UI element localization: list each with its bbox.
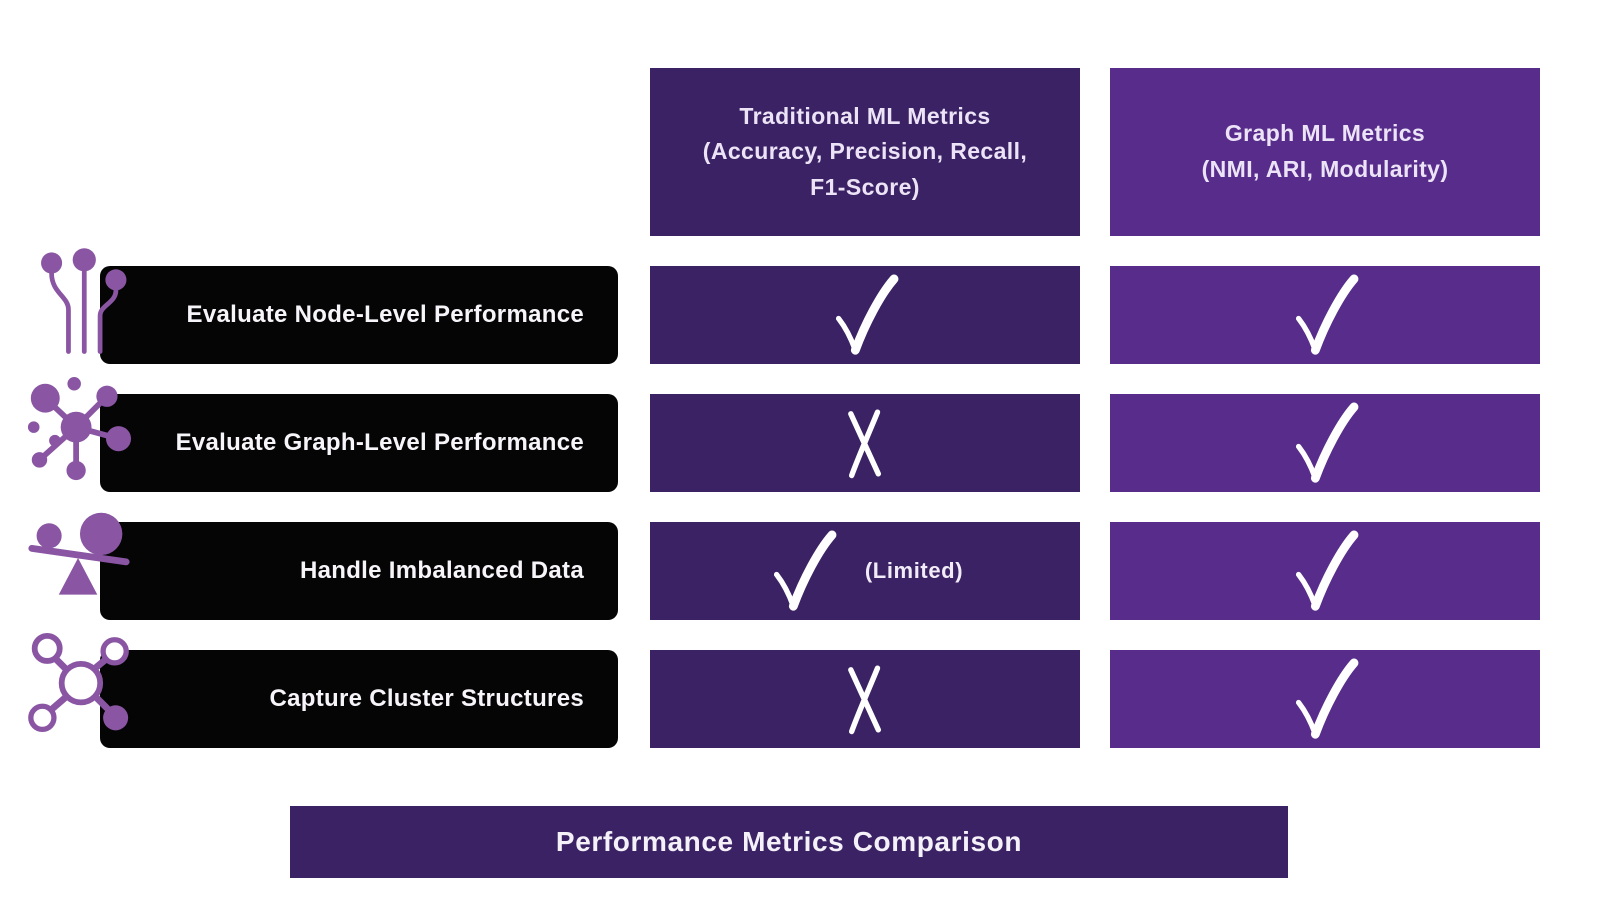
cell-imbalanced-traditional: (Limited) [650,522,1080,620]
cell-graph-level-graph [1110,394,1540,492]
row-label: Evaluate Node-Level Performance [186,301,584,328]
table-row: Handle Imbalanced Data (Limited) [0,512,1600,626]
cell-node-level-graph [1110,266,1540,364]
page-title: Performance Metrics Comparison [555,826,1023,857]
row-label-bar: Evaluate Graph-Level Performance [100,394,618,492]
cross-mark-icon [848,409,882,479]
cell-node-level-traditional [650,266,1080,364]
row-label-bar: Handle Imbalanced Data [100,522,618,620]
table-row: Evaluate Node-Level Performance [0,248,1600,370]
network-hub-icon [27,377,132,481]
check-mark-icon [1295,402,1359,483]
cell-cluster-traditional [650,650,1080,748]
cell-cluster-graph [1110,650,1540,748]
cross-mark-icon [848,665,882,735]
column-header-graph-ml-metrics: Graph ML Metrics (NMI, ARI, Modularity) [1110,68,1540,236]
check-mark-icon [1295,658,1359,739]
cell-graph-level-traditional [650,394,1080,492]
check-mark-icon [1295,530,1359,611]
cluster-graph-icon [28,633,129,733]
row-label: Capture Cluster Structures [269,685,584,712]
row-label-bar: Evaluate Node-Level Performance [100,266,618,364]
table-row: Capture Cluster Structures [0,633,1600,754]
table-row: Evaluate Graph-Level Performance [0,377,1600,498]
footer-title-bar: Performance Metrics Comparison [290,806,1288,878]
cell-imbalanced-graph [1110,522,1540,620]
node-pins-icon [41,248,127,354]
column-header-traditional-ml-metrics: Traditional ML Metrics (Accuracy, Precis… [650,68,1080,236]
check-mark-icon [773,530,837,611]
row-label: Handle Imbalanced Data [299,557,584,584]
row-label-bar: Capture Cluster Structures [100,650,618,748]
balance-scale-icon [28,512,130,595]
check-mark-icon [835,274,899,355]
row-label: Evaluate Graph-Level Performance [175,429,584,456]
check-mark-icon [1295,274,1359,355]
cell-note-limited: (Limited) [864,558,964,583]
